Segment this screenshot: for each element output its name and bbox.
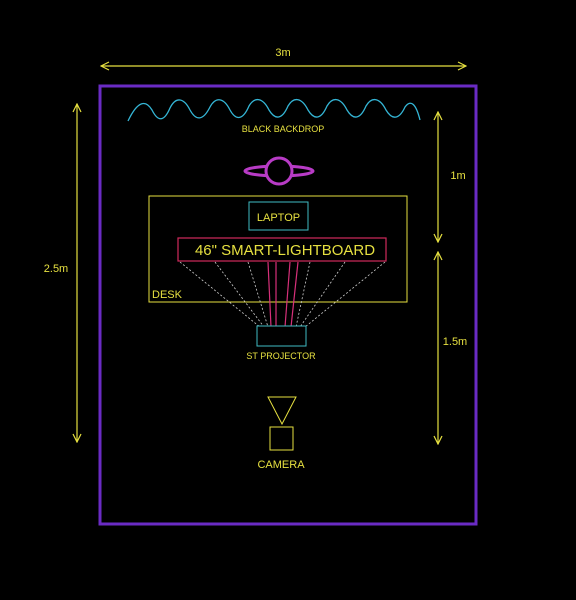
smart-lightboard-label: 46" SMART-LIGHTBOARD — [195, 242, 375, 259]
presenter-figure — [243, 156, 315, 186]
desk-label: DESK — [152, 289, 183, 301]
backdrop-curtain — [127, 99, 421, 122]
st-projector-label: ST PROJECTOR — [246, 351, 316, 361]
desk — [148, 195, 408, 303]
height-dimension-label: 2.5m — [44, 263, 68, 275]
camera-label: CAMERA — [257, 459, 305, 471]
width-dimension-label: 3m — [275, 47, 290, 59]
laptop-label: LAPTOP — [257, 212, 300, 224]
projector-beams-dotted — [179, 261, 386, 328]
projector-beams-solid — [267, 261, 299, 328]
depth-top-dimension-label: 1m — [450, 170, 465, 182]
room-outline — [98, 84, 478, 526]
depth-bottom-dimension-label: 1.5m — [443, 336, 467, 348]
st-projector — [256, 325, 307, 347]
camera-icon — [267, 396, 297, 451]
backdrop-label: BLACK BACKDROP — [242, 124, 325, 134]
laptop — [248, 201, 309, 231]
smart-lightboard — [177, 237, 387, 262]
